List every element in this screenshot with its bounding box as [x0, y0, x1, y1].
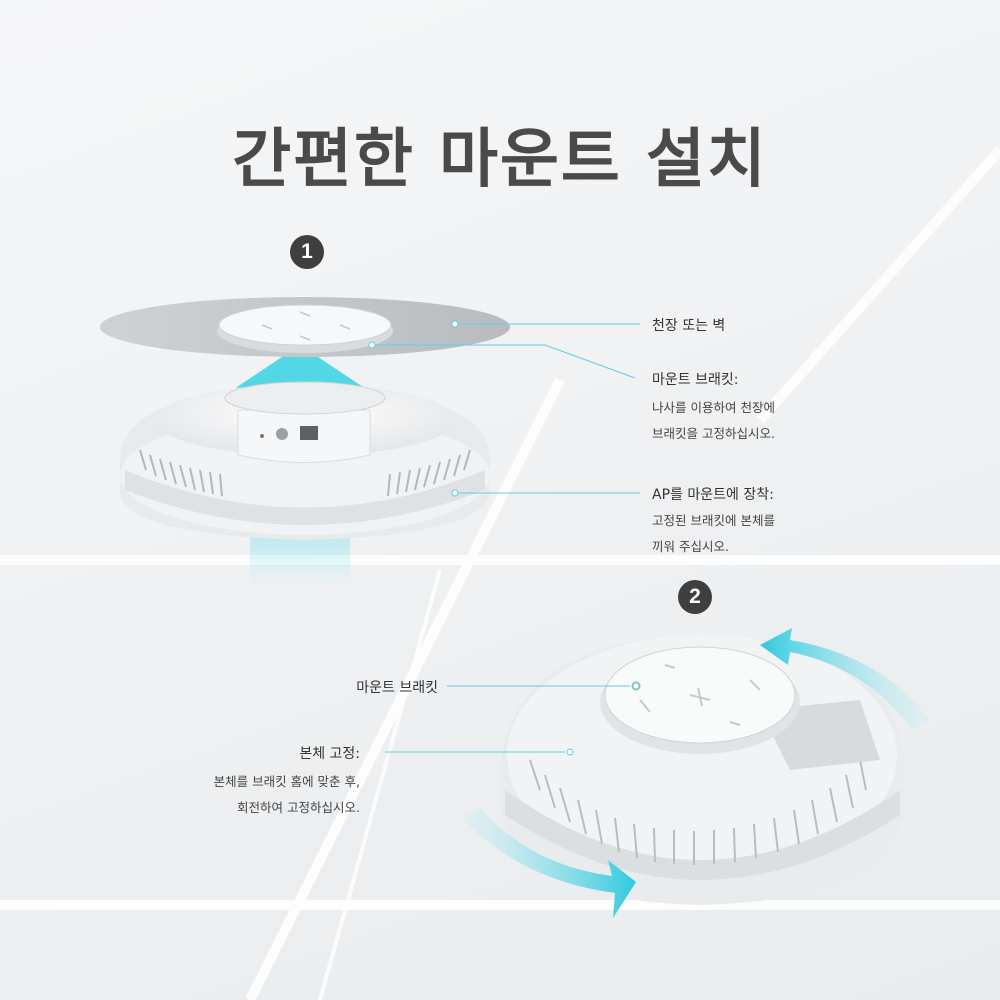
fix-desc-line-2: 회전하여 고정하십시오.	[237, 800, 360, 815]
attach-desc-line-2: 끼워 주십시오.	[652, 539, 729, 554]
access-point-device-2	[500, 635, 905, 905]
fix-desc-line-1: 본체를 브래킷 홈에 맞춘 후,	[213, 774, 360, 789]
bracket-title: 마운트 브래킷:	[652, 372, 739, 388]
access-point-device-1	[120, 381, 490, 540]
attach-desc-line-1: 고정된 브래킷에 본체를	[652, 513, 775, 528]
ceiling-label: 천장 또는 벽	[652, 318, 726, 334]
bracket-desc-line-2: 브래킷을 고정하십시오.	[652, 426, 775, 441]
step-number-1: 1	[290, 235, 324, 269]
fix-title: 본체 고정:	[299, 746, 360, 762]
attach-title: AP를 마운트에 장착:	[652, 487, 774, 503]
bracket-desc-line-1: 나사를 이용하여 천장에	[652, 400, 775, 415]
ethernet-port	[300, 426, 318, 440]
power-port	[276, 428, 288, 440]
rotate-arrow-icon	[462, 628, 930, 918]
step-number-2: 2	[678, 580, 712, 614]
page-title: 간편한 마운트 설치	[232, 123, 768, 197]
bracket-label-2: 마운트 브래킷	[356, 680, 438, 696]
